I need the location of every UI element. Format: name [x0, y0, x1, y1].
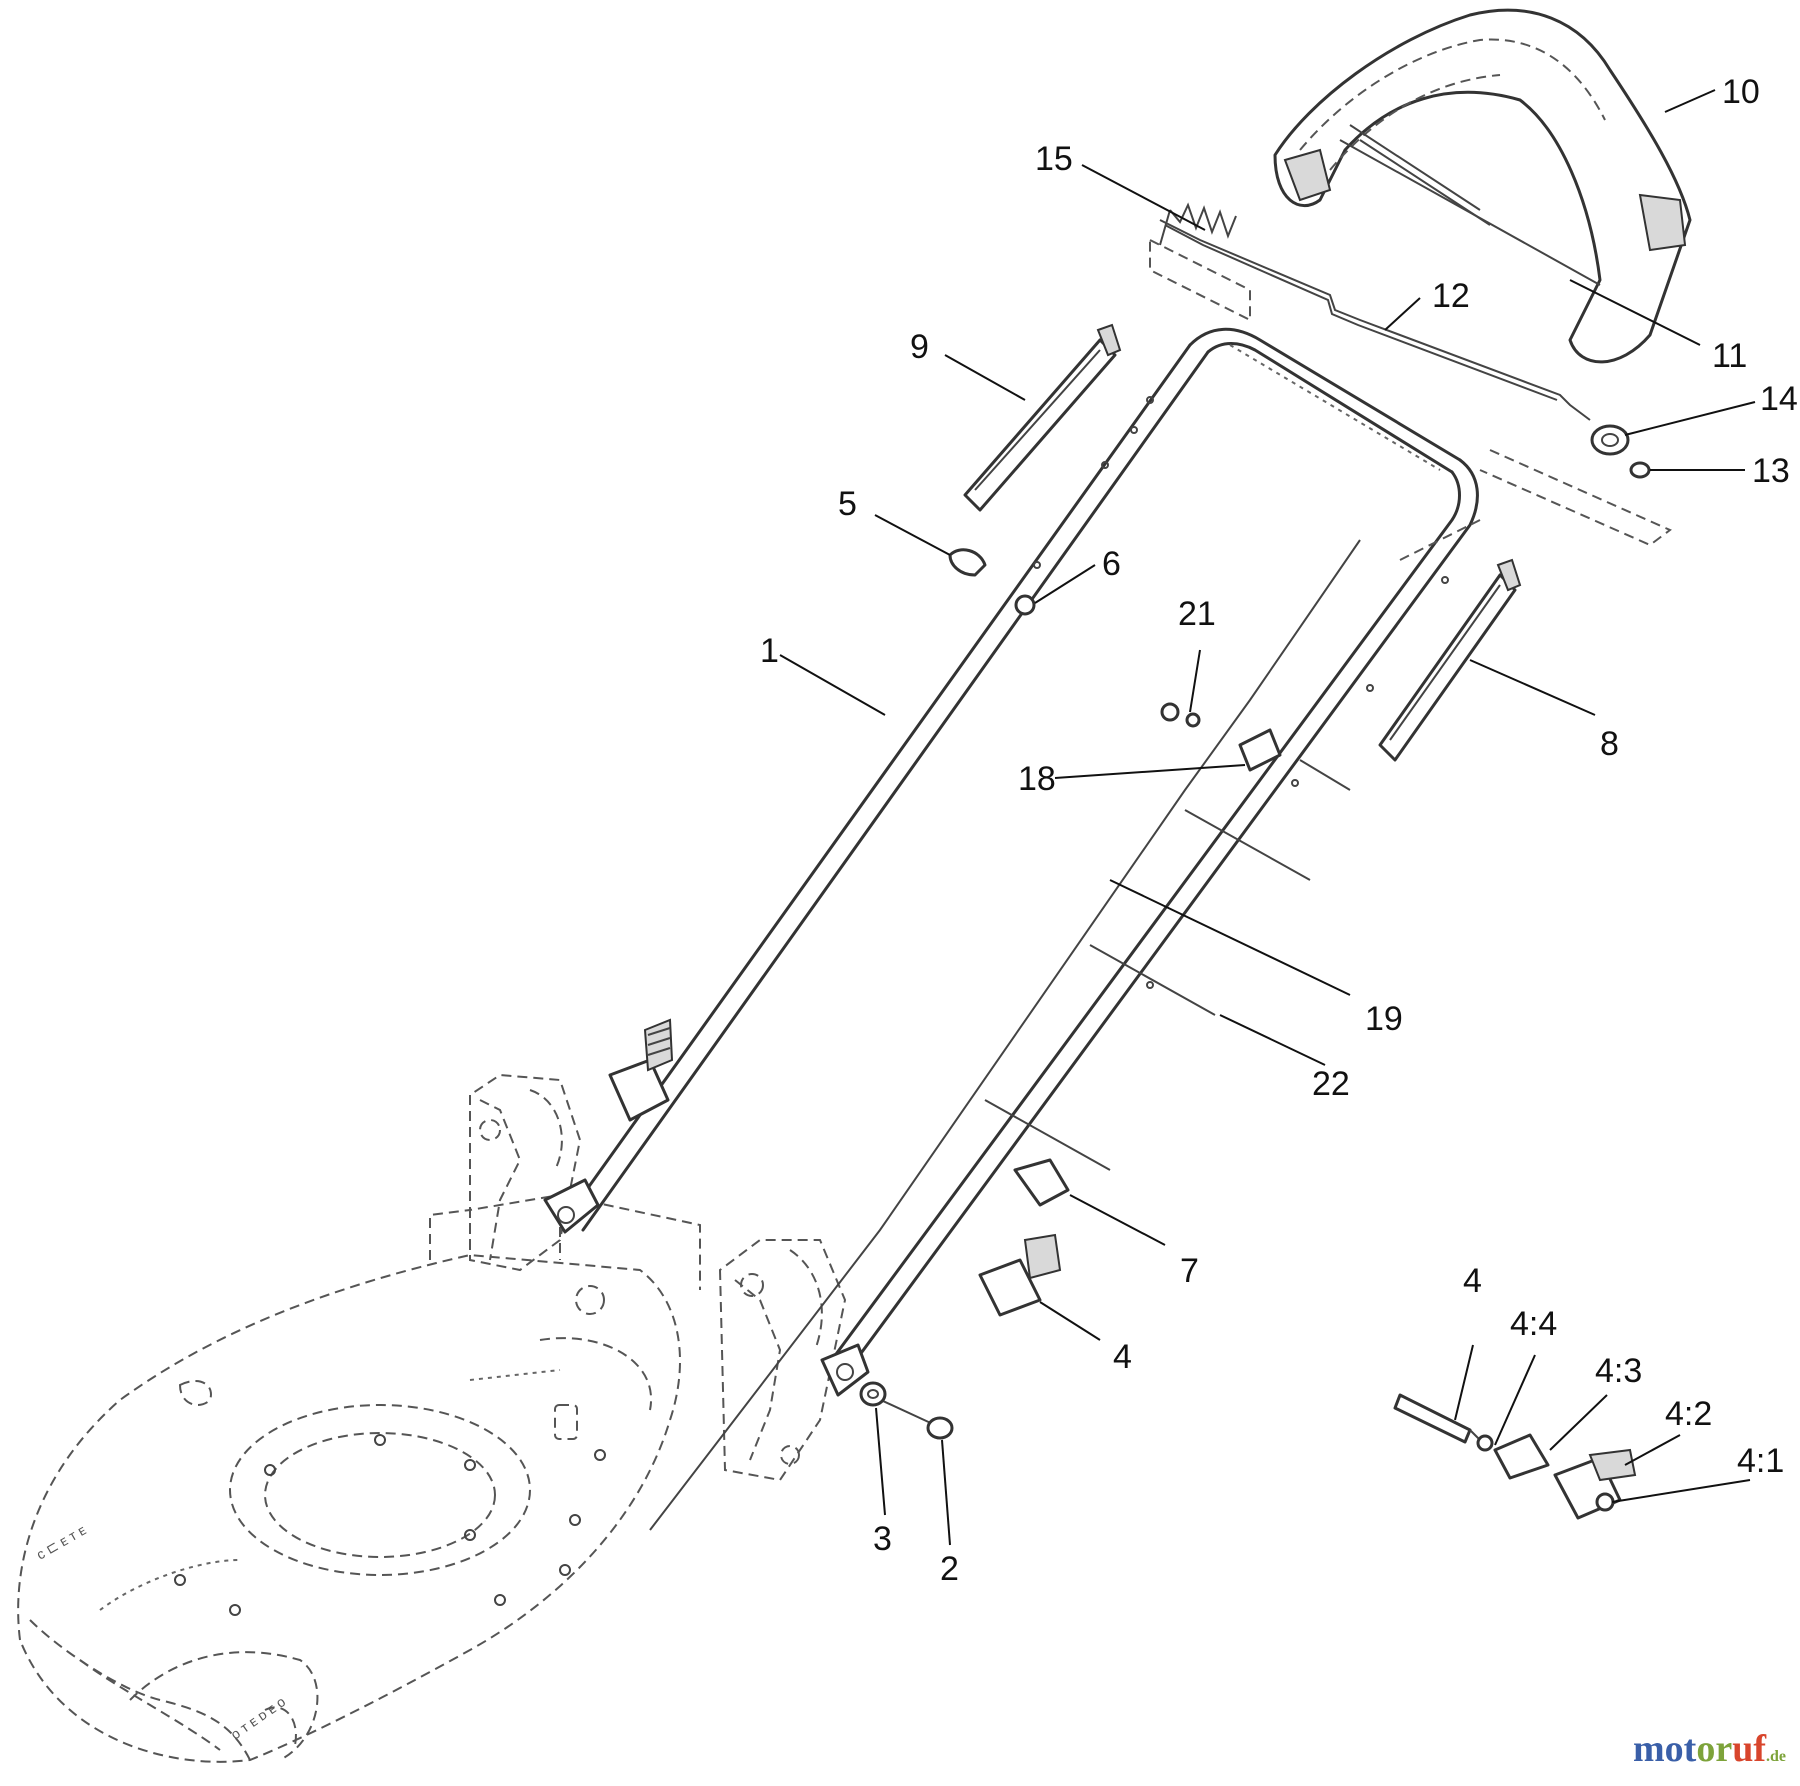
callout-13: 13 — [1752, 452, 1790, 490]
left-handle-knob-assembly — [608, 1018, 674, 1122]
brake-cable — [649, 539, 1361, 1531]
callout-6: 6 — [1102, 545, 1121, 583]
handle-knob — [978, 1233, 1062, 1317]
upper-control-bail — [1273, 8, 1692, 364]
bail-rod — [1339, 139, 1601, 286]
callout-19: 19 — [1365, 1000, 1403, 1038]
watermark-part-c: uf — [1732, 1728, 1766, 1770]
washer-13 — [1629, 461, 1651, 479]
callout-4-3: 4:3 — [1595, 1352, 1642, 1390]
nut-21 — [1160, 702, 1201, 728]
callout-9: 9 — [910, 328, 929, 366]
knob-exploded-view — [1393, 1393, 1637, 1520]
leader-lines — [779, 89, 1756, 1546]
callout-10: 10 — [1722, 73, 1760, 111]
callout-18: 18 — [1018, 760, 1056, 798]
callout-4-1: 4:1 — [1737, 1442, 1784, 1480]
callout-4-exploded: 4 — [1463, 1262, 1482, 1300]
callout-11: 11 — [1712, 337, 1747, 375]
cable-clip — [948, 548, 987, 577]
nut-6 — [1014, 594, 1036, 616]
callout-4: 4 — [1113, 1338, 1132, 1376]
callout-labels: 10 15 12 11 9 14 13 5 6 21 1 8 18 19 22 … — [760, 73, 1798, 1588]
left-height-bracket — [469, 1073, 582, 1272]
mower-deck: ᴄ ⊏ ᴇ ᴛ ᴇ ᴏ ᴛ ᴇ ᴅ ᴇ ᴏ — [17, 1193, 701, 1763]
callout-7: 7 — [1180, 1252, 1199, 1290]
site-watermark: motoruf.de — [1633, 1727, 1786, 1771]
flat-washer — [859, 1381, 887, 1407]
svg-text:ᴏ ᴛ ᴇ ᴅ ᴇ ᴏ: ᴏ ᴛ ᴇ ᴅ ᴇ ᴏ — [228, 1693, 289, 1742]
callout-22: 22 — [1312, 1065, 1350, 1103]
callout-5: 5 — [838, 485, 857, 523]
watermark-part-a: mot — [1633, 1728, 1697, 1770]
spring — [1159, 202, 1237, 246]
callout-2: 2 — [940, 1550, 959, 1588]
callout-1: 1 — [760, 632, 779, 670]
callout-4-4: 4:4 — [1510, 1305, 1557, 1343]
cable-guide-right — [1378, 558, 1522, 762]
callout-8: 8 — [1600, 725, 1619, 763]
callout-14: 14 — [1760, 380, 1798, 418]
cable-guide-left — [963, 323, 1122, 512]
control-rod — [1159, 219, 1591, 421]
callout-12: 12 — [1432, 277, 1470, 315]
watermark-suffix: .de — [1766, 1748, 1786, 1765]
cable-ties — [984, 809, 1311, 1171]
callout-4-2: 4:2 — [1665, 1395, 1712, 1433]
cable-clamp-7 — [1013, 1158, 1070, 1207]
watermark-part-b: or — [1696, 1728, 1733, 1770]
callout-21: 21 — [1178, 595, 1216, 633]
bushing — [1590, 424, 1630, 456]
callout-15: 15 — [1035, 140, 1073, 178]
lower-handle-frame — [543, 327, 1479, 1397]
svg-text:ᴄ ⊏ ᴇ ᴛ ᴇ: ᴄ ⊏ ᴇ ᴛ ᴇ — [34, 1521, 89, 1562]
callout-3: 3 — [873, 1520, 892, 1558]
